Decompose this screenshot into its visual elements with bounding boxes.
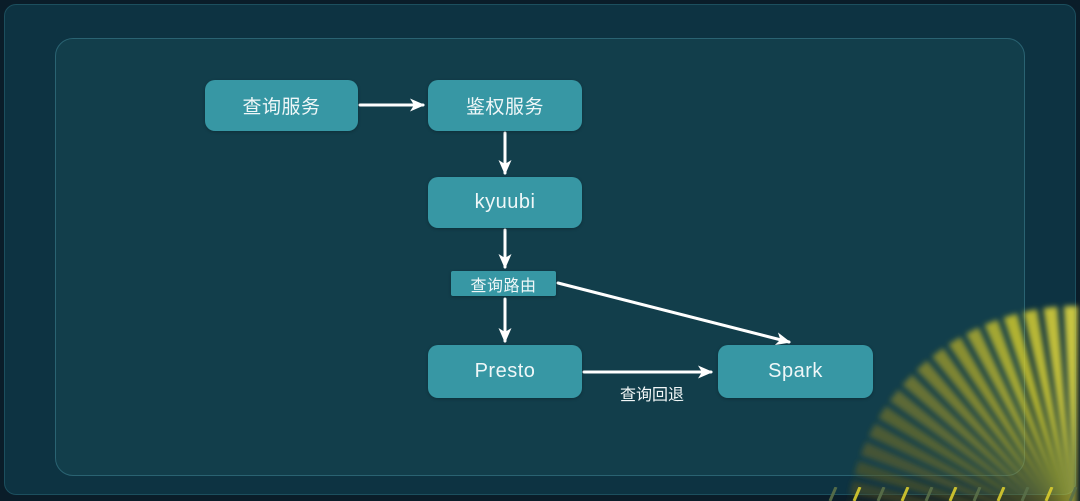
node-spark: Spark — [718, 345, 873, 398]
node-query-service: 查询服务 — [205, 80, 358, 131]
node-auth-service: 鉴权服务 — [428, 80, 582, 131]
node-kyuubi: kyuubi — [428, 177, 582, 228]
node-query-router: 查询路由 — [451, 271, 556, 296]
node-presto: Presto — [428, 345, 582, 398]
edge-label-query-fallback: 查询回退 — [619, 387, 684, 404]
